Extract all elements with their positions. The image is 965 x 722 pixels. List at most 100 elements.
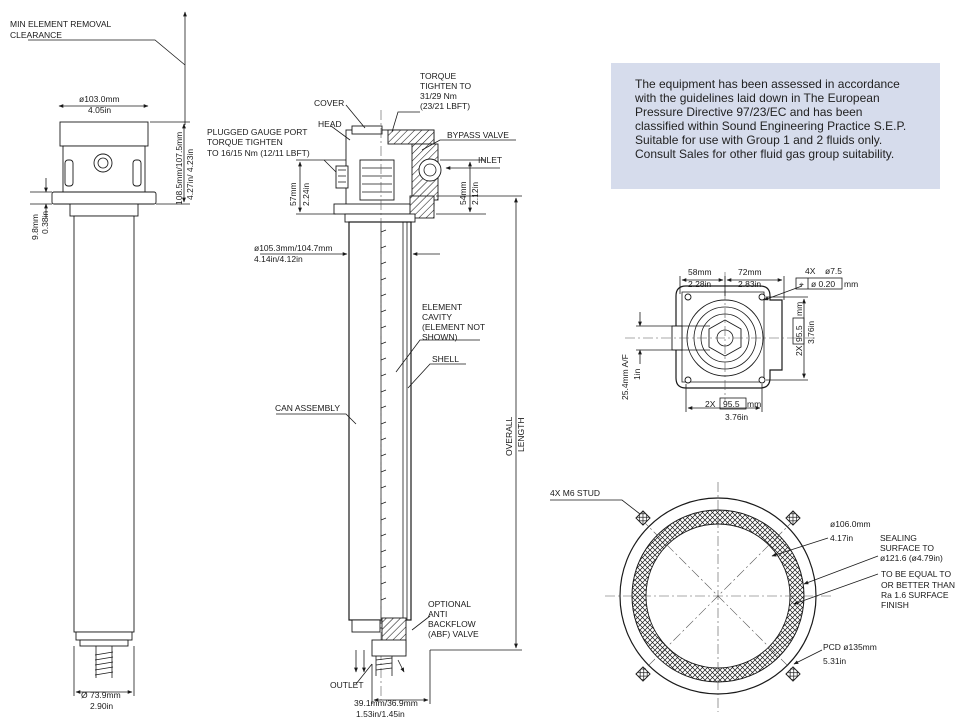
hole-qty: 4X [805, 266, 816, 276]
torque-label-1: TORQUE [420, 71, 457, 81]
head-height-mm: 108.5mm/107.5mm [174, 132, 184, 205]
can-tick [380, 581, 387, 585]
seal-label-1: SEALING [880, 533, 917, 543]
note-line: Suitable for use with Group 1 and 2 flui… [635, 133, 883, 147]
seal-label-2: SURFACE TO [880, 543, 934, 553]
shell-label: SHELL [432, 354, 459, 364]
can-tick [380, 533, 387, 537]
pcd-in: 5.31in [823, 656, 846, 666]
can-tick [380, 501, 387, 505]
seal-label-3: ø121.6 (ø4.79in) [880, 553, 943, 563]
outlet-label: OUTLET [330, 680, 364, 690]
note-line: classified within Sound Engineering Prac… [635, 119, 907, 133]
body-dia-in: 4.14in/4.12in [254, 254, 303, 264]
seal-dia-in: 4.17in [830, 533, 853, 543]
clearance-label-2: CLEARANCE [10, 30, 62, 40]
can-tick [380, 341, 387, 345]
inlet-label: INLET [478, 155, 502, 165]
head-label: HEAD [318, 119, 342, 129]
finish-label-3: Ra 1.6 SURFACE [881, 590, 949, 600]
can-tick [380, 421, 387, 425]
directive-note: The equipment has been assessed in accor… [611, 63, 940, 189]
top-view: 58mm 2.28in 72mm 2.83in 4X ø7.5 ⌖ ø 0.20… [620, 266, 858, 422]
outlet-dim-in: 1.53in/1.45in [356, 709, 405, 719]
ver-in: 3.76in [806, 321, 816, 344]
can-tick [380, 261, 387, 265]
abf-label-4: (ABF) VALVE [428, 629, 479, 639]
gauge-label-3: TO 16/15 Nm (12/11 LBFT) [207, 148, 310, 158]
note-line: with the guidelines laid down in The Eur… [635, 91, 880, 105]
cover-label: COVER [314, 98, 344, 108]
can-tick [380, 485, 387, 489]
d58-in: 2.28in [688, 279, 711, 289]
tol-unit: mm [844, 279, 858, 289]
d58-mm: 58mm [688, 267, 712, 277]
can-tick [380, 549, 387, 553]
finish-label-2: OR BETTER THAN [881, 580, 955, 590]
dim54-mm: 54mm [458, 181, 468, 205]
ver-qty: 2X [794, 345, 804, 356]
abf-label-2: ANTI [428, 609, 447, 619]
outlet-dim-mm: 39.1mm/36.9mm [354, 698, 418, 708]
can-tick [380, 565, 387, 569]
can-tick [380, 277, 387, 281]
can-tick [380, 309, 387, 313]
hor-unit: mm [747, 399, 761, 409]
gauge-label-2: TORQUE TIGHTEN [207, 137, 283, 147]
dim57-mm: 57mm [288, 182, 298, 206]
finish-label-4: FINISH [881, 600, 909, 610]
can-tick [380, 597, 387, 601]
top-dia-mm: ø103.0mm [79, 94, 120, 104]
tol-value: ø 0.20 [811, 279, 835, 289]
section-view: COVER HEAD TORQUE TIGHTEN TO 31/29 Nm (2… [207, 71, 526, 719]
d72-in: 2.83in [738, 279, 761, 289]
ver-unit: mm [794, 302, 804, 316]
d72-mm: 72mm [738, 267, 762, 277]
clearance-label-1: MIN ELEMENT REMOVAL [10, 19, 112, 29]
bottom-dia-mm: Ø 73.9mm [81, 690, 121, 700]
hor-qty: 2X [705, 399, 716, 409]
hor-in: 3.76in [725, 412, 748, 422]
note-line: The equipment has been assessed in accor… [635, 77, 900, 91]
head-height-in: 4.27in/ 4.23in [185, 149, 195, 200]
can-tick [380, 357, 387, 361]
ver-mm: 95.5 [794, 325, 804, 342]
can-tick [380, 405, 387, 409]
note-line: Pressure Directive 97/23/EC and has been [635, 105, 863, 119]
can-tick [380, 389, 387, 393]
seal-dia-mm: ø106.0mm [830, 519, 871, 529]
af-mm: 25.4mm A/F [620, 354, 630, 400]
torque-label-2: TIGHTEN TO [420, 81, 472, 91]
flange-view: 4X M6 STUD ø106.0mm 4.17in SEALING SURFA… [550, 482, 955, 712]
body-dia-mm: ø105.3mm/104.7mm [254, 243, 332, 253]
element-label-1: ELEMENT [422, 302, 462, 312]
finish-label-1: TO BE EQUAL TO [881, 569, 951, 579]
abf-label-1: OPTIONAL [428, 599, 471, 609]
note-line: Consult Sales for other fluid gas group … [635, 147, 895, 161]
hor-mm: 95.5 [723, 399, 740, 409]
can-tick [380, 325, 387, 329]
can-assembly-label: CAN ASSEMBLY [275, 403, 340, 413]
can-tick [380, 229, 387, 233]
can-tick [380, 245, 387, 249]
element-label-2: CAVITY [422, 312, 452, 322]
can-tick [380, 517, 387, 521]
left-view: MIN ELEMENT REMOVAL CLEARANCE ø103.0mm 4… [10, 11, 195, 711]
dim57-in: 2.24in [301, 183, 311, 206]
flange-mm: 9.8mm [30, 214, 40, 240]
torque-label-4: (23/21 LBFT) [420, 101, 470, 111]
element-label-3: (ELEMENT NOT [422, 322, 485, 332]
can-tick [380, 437, 387, 441]
abf-label-3: BACKFLOW [428, 619, 476, 629]
can-tick [380, 373, 387, 377]
af-in: 1in [632, 368, 642, 380]
bottom-dia-in: 2.90in [90, 701, 113, 711]
stud-label: 4X M6 STUD [550, 488, 600, 498]
element-label-4: SHOWN) [422, 332, 458, 342]
pcd-mm: PCD ø135mm [823, 642, 877, 652]
hole-dia: ø7.5 [825, 266, 842, 276]
overall-label-2: LENGTH [516, 418, 526, 452]
can-tick [380, 293, 387, 297]
torque-label-3: 31/29 Nm [420, 91, 457, 101]
